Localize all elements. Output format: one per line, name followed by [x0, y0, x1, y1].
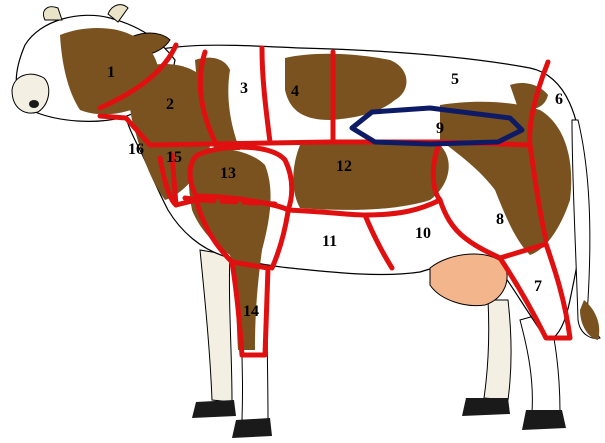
region-label-2: 2 — [166, 96, 174, 113]
region-label-9: 9 — [436, 120, 444, 137]
nostril — [29, 100, 39, 108]
region-label-7: 7 — [534, 278, 542, 295]
region-label-11: 11 — [322, 233, 337, 250]
hoof-front-left — [192, 400, 236, 418]
region-label-13: 13 — [220, 165, 236, 182]
hoof-front-right — [232, 418, 272, 438]
region-label-5: 5 — [451, 71, 459, 88]
region-label-8: 8 — [496, 211, 504, 228]
region-label-15: 15 — [166, 149, 182, 166]
region-label-14: 14 — [243, 303, 259, 320]
hoof-hind-left — [462, 398, 510, 416]
region-label-16: 16 — [128, 141, 144, 158]
region-label-4: 4 — [291, 83, 299, 100]
region-label-1: 1 — [107, 64, 115, 81]
region-label-12: 12 — [336, 158, 352, 175]
region-label-3: 3 — [240, 80, 248, 97]
region-label-6: 6 — [555, 91, 563, 108]
patch-mid — [293, 140, 448, 209]
hoof-hind-right — [522, 410, 566, 430]
muzzle — [12, 74, 49, 113]
region-label-10: 10 — [415, 225, 431, 242]
